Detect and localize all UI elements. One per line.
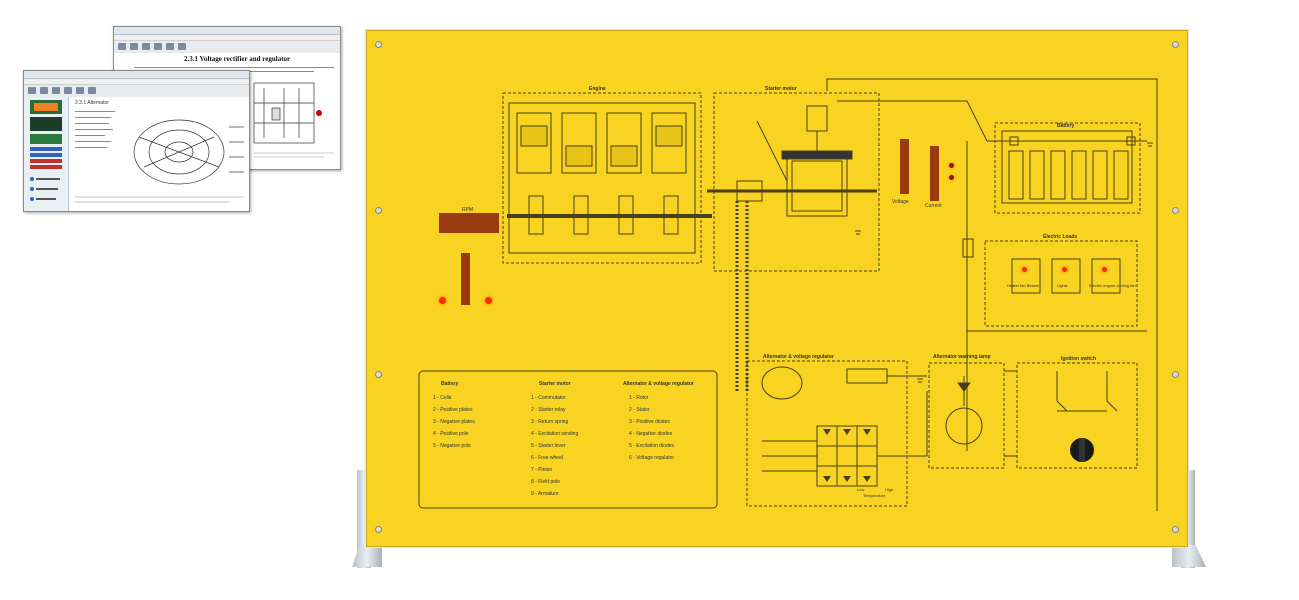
document-area: 2.3.1 Alternator: [69, 97, 249, 211]
legend-item: 9 - Armature: [531, 491, 559, 497]
stand-foot-right: [1172, 545, 1206, 567]
load-led: [1022, 267, 1027, 272]
legend-item: 2 - Positive plates: [433, 407, 473, 413]
rpm-label: RPM: [462, 207, 474, 213]
legend-item: 5 - Negative pole: [433, 443, 471, 449]
board-screw: [1172, 526, 1179, 533]
engine-header: Engine: [589, 86, 606, 92]
legend-battery-title: Battery: [441, 381, 459, 387]
indicator-led: [485, 297, 492, 304]
legend-item: 4 - Excitation winding: [531, 431, 579, 437]
window-titlebar: [114, 27, 340, 35]
training-board: Engine Starter motor Battery Electric Lo…: [366, 30, 1188, 547]
window-menubar: [24, 79, 249, 85]
help-icon[interactable]: [88, 87, 96, 94]
back-icon[interactable]: [118, 43, 126, 50]
legend-item: 5 - Starter lever: [531, 443, 566, 449]
stand-foot-left: [352, 545, 382, 567]
legend-item: 6 - Voltage regulator: [629, 455, 675, 461]
warning-lamp-header: Alternator warning lamp: [933, 354, 991, 360]
legend-item: 2 - Stator: [629, 407, 650, 413]
indicator-led: [439, 297, 446, 304]
board-screw: [375, 371, 382, 378]
regulator-circuit-thumbnail: [253, 82, 334, 158]
board-screw: [375, 207, 382, 214]
legend-item: 5 - Excitation diodes: [629, 443, 675, 449]
current-label: Current: [925, 203, 942, 209]
back-icon[interactable]: [28, 87, 36, 94]
legend-alternator-title: Alternator & voltage regulator: [623, 381, 694, 387]
search-icon[interactable]: [76, 87, 84, 94]
low-label: Low: [857, 487, 865, 492]
board-screw: [375, 526, 382, 533]
search-icon[interactable]: [166, 43, 174, 50]
high-label: High: [885, 487, 894, 492]
window-menubar: [114, 35, 340, 41]
document-heading: 2.3.1 Alternator: [75, 100, 109, 106]
document-heading: 2.3.1 Voltage rectifier and regulator: [184, 55, 291, 63]
legend-item: 3 - Negative plates: [433, 419, 475, 425]
alternator-drawing-thumbnail: [75, 119, 244, 203]
window-titlebar: [24, 71, 249, 79]
sidebar-logo: [30, 100, 62, 201]
home-icon[interactable]: [52, 87, 60, 94]
navigation-sidebar: [24, 97, 69, 211]
circuit-diagram: [418, 78, 1158, 511]
print-icon[interactable]: [154, 43, 162, 50]
forward-icon[interactable]: [40, 87, 48, 94]
forward-icon[interactable]: [130, 43, 138, 50]
current-led: [949, 175, 954, 180]
voltage-label: Voltage: [892, 199, 909, 205]
legend-item: 8 - Field pole: [531, 479, 560, 485]
load-led: [1102, 267, 1107, 272]
software-window-front: 2.3.1 Alternator: [23, 70, 250, 212]
board-screw: [1172, 207, 1179, 214]
legend-item: 7 - Pinion: [531, 467, 553, 473]
home-icon[interactable]: [142, 43, 150, 50]
electric-loads-header: Electric Loads: [1043, 234, 1078, 240]
print-icon[interactable]: [64, 87, 72, 94]
alternator-header: Alternator & voltage regulator: [763, 354, 834, 360]
board-screw: [1172, 371, 1179, 378]
legend-item: 1 - Rotor: [629, 395, 649, 401]
legend-item: 3 - Return spring: [531, 419, 569, 425]
load-led: [1062, 267, 1067, 272]
help-icon[interactable]: [178, 43, 186, 50]
legend-item: 2 - Starter relay: [531, 407, 566, 413]
legend-item: 6 - Free wheel: [531, 455, 563, 461]
legend-item: 4 - Negative diodes: [629, 431, 673, 437]
battery-header: Battery: [1057, 123, 1075, 129]
legend-item: 1 - Cells: [433, 395, 452, 401]
ignition-switch-header: Ignition switch: [1061, 356, 1096, 362]
temperature-label: Temperature: [863, 493, 886, 498]
legend-item: 4 - Positive pole: [433, 431, 469, 437]
starter-motor-header: Starter motor: [765, 86, 797, 92]
legend-starter-title: Starter motor: [539, 381, 571, 387]
load-label-lights: Lights: [1057, 283, 1068, 288]
load-label-fan: Electric engine cooling fan: [1089, 283, 1136, 288]
board-screw: [1172, 41, 1179, 48]
legend-item: 1 - Commutator: [531, 395, 566, 401]
board-screw: [375, 41, 382, 48]
load-label-heater: Heater fan Blower: [1007, 283, 1040, 288]
voltage-led: [949, 163, 954, 168]
legend-item: 3 - Positive diodes: [629, 419, 670, 425]
